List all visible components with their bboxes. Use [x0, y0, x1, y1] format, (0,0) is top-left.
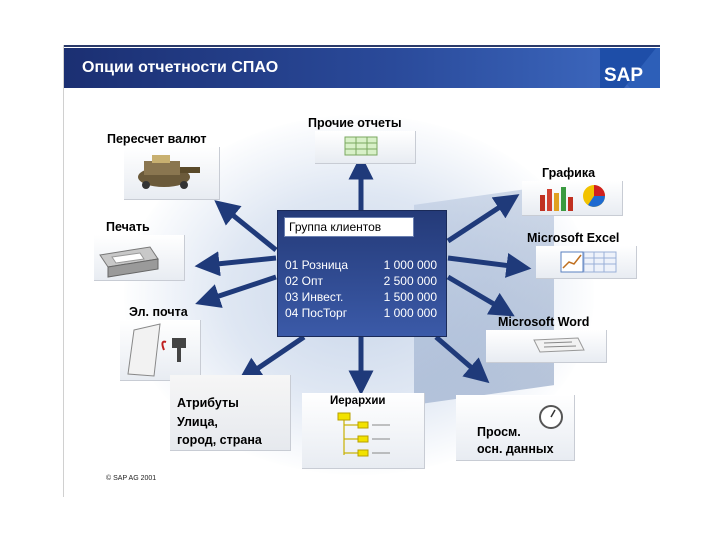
arrow-to-print	[194, 251, 277, 277]
mail-envelope-icon	[127, 323, 186, 377]
attributes-label-line-2: Улица,	[177, 415, 218, 429]
arrow-to-attributes	[237, 334, 306, 383]
excel-card[interactable]	[536, 246, 637, 279]
table-row: 01 Розница 1 000 000	[285, 258, 443, 272]
chart-graphics-icon	[540, 185, 605, 211]
print-label: Печать	[106, 220, 150, 234]
other-reports-label: Прочие отчеты	[308, 116, 402, 130]
arrows-layer	[194, 154, 532, 396]
arrow-to-currency	[214, 200, 278, 252]
copyright: © SAP AG 2001	[106, 475, 157, 482]
graphics-label: Графика	[542, 166, 596, 180]
hierarchies-label: Иерархии	[330, 395, 386, 407]
row-value: 1 000 000	[383, 258, 437, 272]
row-value: 1 500 000	[383, 290, 437, 304]
excel-sheet-icon	[560, 251, 617, 273]
word-document-icon	[533, 337, 585, 353]
masterdata-label-line-1: Просм.	[477, 425, 521, 439]
coin-machine-icon	[138, 155, 200, 189]
arrow-to-word	[446, 274, 515, 317]
masterdata-label-line-2: осн. данных	[477, 442, 554, 456]
word-label: Microsoft Word	[498, 315, 590, 329]
word-card[interactable]	[486, 330, 607, 363]
top-rule	[64, 45, 660, 47]
slide: Опции отчетности СПАО SAP	[63, 45, 660, 497]
email-label: Эл. почта	[129, 305, 188, 319]
arrow-to-email	[195, 274, 277, 308]
table-row: 03 Инвест. 1 500 000	[285, 290, 443, 304]
customer-group-title: Группа клиентов	[284, 217, 414, 237]
row-label: 02 Опт	[285, 274, 324, 288]
currency-conversion-label: Пересчет валют	[107, 132, 207, 146]
row-value: 1 000 000	[383, 306, 437, 320]
table-row: 04 ПосТорг 1 000 000	[285, 306, 443, 320]
email-card[interactable]	[120, 320, 201, 381]
other-reports-card[interactable]	[315, 131, 416, 164]
slide-title: Опции отчетности СПАО	[82, 59, 279, 76]
hierarchies-card[interactable]	[302, 393, 425, 469]
slide-header: Опции отчетности СПАО SAP	[64, 48, 660, 88]
row-label: 03 Инвест.	[285, 290, 344, 304]
print-card[interactable]	[94, 235, 185, 281]
table-row: 02 Опт 2 500 000	[285, 274, 443, 288]
gauge-clock-icon	[539, 405, 563, 429]
report-grid-icon	[344, 136, 378, 156]
row-label: 04 ПосТорг	[285, 306, 348, 320]
attributes-label-line-1: Атрибуты	[177, 396, 239, 410]
row-label: 01 Розница	[285, 258, 349, 272]
printer-icon	[99, 246, 159, 278]
attributes-label-line-3: город, страна	[177, 433, 262, 447]
arrow-to-excel	[447, 253, 532, 278]
masterdata-card[interactable]	[456, 395, 575, 461]
sap-logo-text: SAP	[604, 65, 643, 86]
hierarchy-tree-icon	[337, 412, 390, 457]
arrow-to-masterdata	[434, 335, 490, 384]
currency-conversion-card[interactable]	[124, 147, 220, 200]
row-value: 2 500 000	[383, 274, 437, 288]
arrow-to-graphics	[446, 194, 520, 244]
attributes-card[interactable]	[170, 375, 291, 451]
excel-label: Microsoft Excel	[527, 231, 620, 245]
customer-group-table: Группа клиентов 01 Розница 1 000 000 02 …	[277, 210, 447, 337]
graphics-card[interactable]	[522, 181, 623, 216]
sap-logo: SAP	[598, 48, 660, 88]
